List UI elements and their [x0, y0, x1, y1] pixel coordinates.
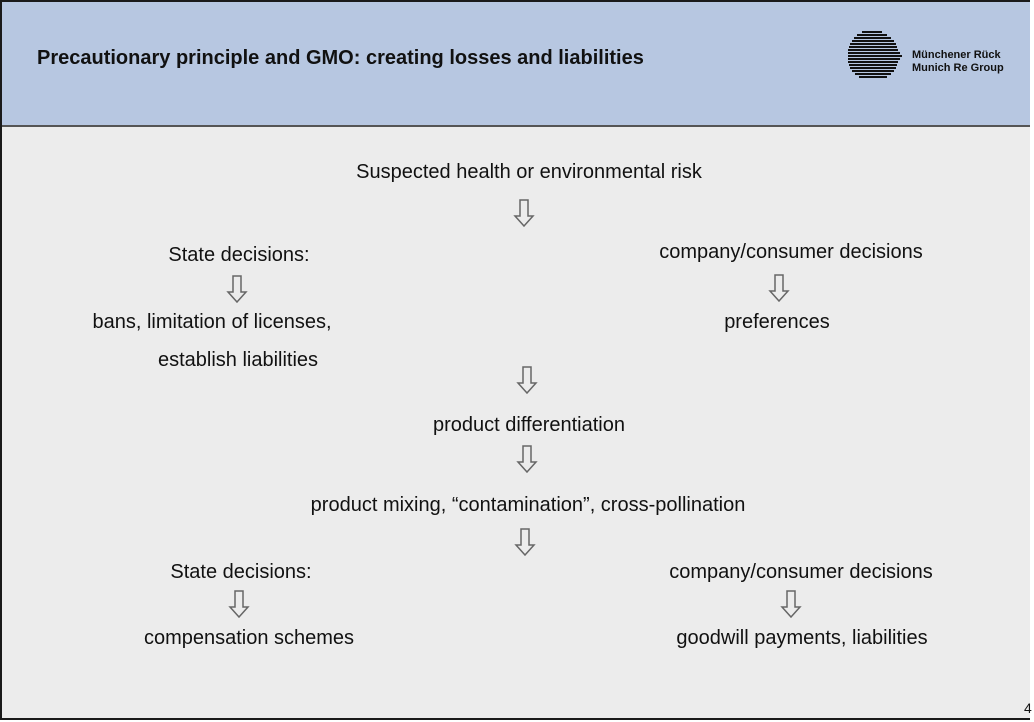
- down-arrow-icon: [516, 445, 538, 473]
- right-top-item: preferences: [724, 311, 830, 333]
- left-top-item-1: bans, limitation of licenses,: [92, 311, 332, 333]
- munich-re-logo: Münchener Rück Munich Re Group: [848, 31, 1028, 81]
- down-arrow-icon: [780, 590, 802, 618]
- product-mixing-node: product mixing, “contamination”, cross-p…: [310, 494, 746, 516]
- page-number: 4: [1024, 700, 1032, 716]
- left-bottom-item: compensation schemes: [143, 627, 355, 649]
- right-bottom-heading: company/consumer decisions: [669, 561, 933, 583]
- right-bottom-item: goodwill payments, liabilities: [676, 627, 928, 649]
- munich-re-logo-mark-icon: [848, 31, 902, 78]
- logo-line-1: Münchener Rück: [912, 49, 1001, 61]
- root-node: Suspected health or environmental risk: [356, 161, 702, 183]
- right-top-heading: company/consumer decisions: [659, 241, 923, 263]
- down-arrow-icon: [513, 199, 535, 227]
- slide-title: Precautionary principle and GMO: creatin…: [37, 47, 644, 69]
- logo-text: Münchener Rück Munich Re Group: [912, 49, 1004, 75]
- left-top-item-2: establish liabilities: [157, 349, 319, 371]
- down-arrow-icon: [226, 275, 248, 303]
- logo-line-2: Munich Re Group: [912, 62, 1004, 74]
- left-bottom-heading: State decisions:: [170, 561, 312, 583]
- down-arrow-icon: [514, 528, 536, 556]
- product-differentiation-node: product differentiation: [433, 414, 625, 436]
- down-arrow-icon: [516, 366, 538, 394]
- down-arrow-icon: [768, 274, 790, 302]
- left-top-heading: State decisions:: [168, 244, 310, 266]
- slide-header: Precautionary principle and GMO: creatin…: [2, 2, 1030, 127]
- down-arrow-icon: [228, 590, 250, 618]
